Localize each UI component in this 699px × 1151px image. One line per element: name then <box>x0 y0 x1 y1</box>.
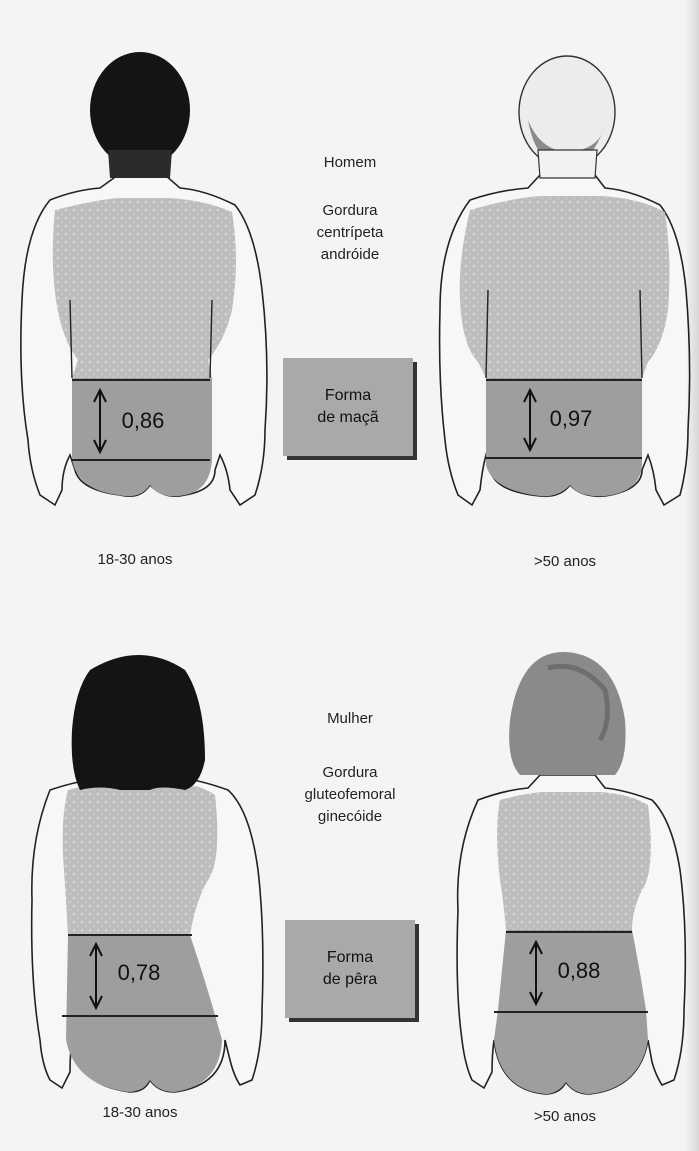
man-young-figure <box>21 52 267 505</box>
woman-young-fat-upper <box>63 782 218 935</box>
women-fat-type-line3: ginecóide <box>280 806 420 828</box>
women-fat-type-line1: Gordura <box>280 762 420 784</box>
woman-old-ratio: 0,88 <box>544 958 614 984</box>
man-old-waist-band <box>486 378 642 496</box>
pear-shape-line2: de pêra <box>323 969 377 991</box>
woman-young-age: 18-30 anos <box>75 1104 205 1121</box>
man-young-age: 18-30 anos <box>70 551 200 568</box>
woman-young-ratio: 0,78 <box>104 960 174 986</box>
pear-shape-line1: Forma <box>323 947 377 969</box>
woman-young-hair <box>72 655 205 790</box>
men-heading: Homem <box>290 152 410 174</box>
apple-shape-line1: Forma <box>317 385 378 407</box>
men-fat-type-line1: Gordura <box>285 200 415 222</box>
man-young-waist-band <box>72 378 212 496</box>
man-old-figure <box>440 56 690 505</box>
man-young-ratio: 0,86 <box>108 408 178 434</box>
woman-young-figure <box>32 655 263 1092</box>
man-old-fat-upper <box>460 196 670 378</box>
women-fat-type-line2: gluteofemoral <box>280 784 420 806</box>
men-fat-type: Gordura centrípeta andróide <box>285 200 415 266</box>
pear-shape-box: Forma de pêra <box>285 920 415 1018</box>
woman-old-fat-upper <box>497 792 651 930</box>
man-old-age: >50 anos <box>500 553 630 570</box>
apple-shape-line2: de maçã <box>317 407 378 429</box>
man-young-fat-upper <box>53 198 236 378</box>
woman-old-age: >50 anos <box>500 1108 630 1125</box>
men-fat-type-line3: andróide <box>285 244 415 266</box>
women-heading: Mulher <box>290 708 410 730</box>
woman-old-figure <box>457 652 685 1094</box>
man-old-ratio: 0,97 <box>536 406 606 432</box>
women-fat-type: Gordura gluteofemoral ginecóide <box>280 762 420 828</box>
apple-shape-box: Forma de maçã <box>283 358 413 456</box>
page-edge-shadow <box>685 0 699 1151</box>
men-fat-type-line2: centrípeta <box>285 222 415 244</box>
